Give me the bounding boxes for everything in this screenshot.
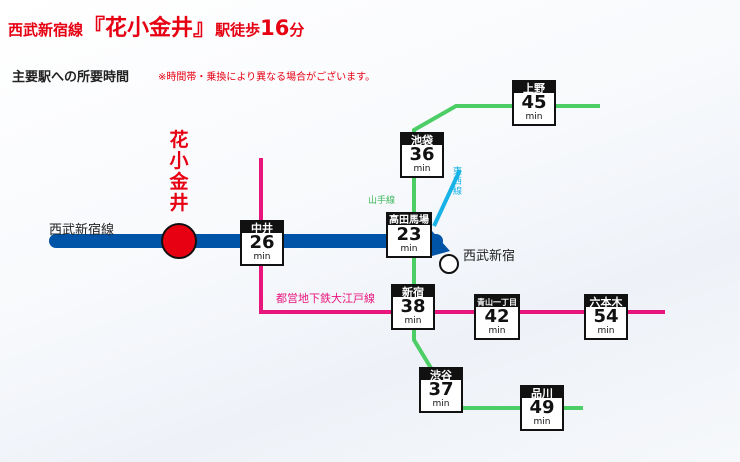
title-bracket-open: 『 — [83, 16, 106, 41]
station-name: 青山一丁目 — [476, 296, 518, 307]
station-badge-takadanobaba: 高田馬場 23 min — [386, 212, 432, 258]
station-name: 六本木 — [586, 296, 626, 307]
seibu-line-label: 西武新宿線 — [49, 223, 115, 238]
title-bracket-close: 』 — [193, 16, 216, 41]
station-unit: min — [522, 418, 562, 429]
origin-station-marker — [161, 223, 197, 259]
seibu-shinjuku-terminal — [439, 254, 459, 274]
station-name: 池袋 — [402, 134, 442, 145]
station-minutes: 37 — [421, 380, 461, 400]
seibu-shinjuku-label: 西武新宿 — [463, 249, 516, 264]
station-unit: min — [421, 400, 461, 411]
station-name: 中井 — [242, 222, 282, 233]
note-text: ※時間帯・乗換により異なる場合がございます。 — [158, 72, 376, 83]
origin-station-label: 花小金井 — [169, 130, 189, 214]
station-badge-shinjuku: 新宿 38 min — [391, 284, 435, 330]
station-badge-ueno: 上野 45 min — [512, 80, 556, 126]
station-badge-aoyama-itchome: 青山一丁目 42 min — [474, 294, 520, 340]
station-name: 渋谷 — [421, 369, 461, 380]
station-unit: min — [476, 327, 518, 338]
station-badge-shibuya: 渋谷 37 min — [419, 367, 463, 413]
station-badge-ikebukuro: 池袋 36 min — [400, 132, 444, 178]
tozai-line-label: 東西線 — [453, 167, 463, 197]
station-badge-roppongi: 六本木 54 min — [584, 294, 628, 340]
seibu-arrow — [432, 231, 450, 256]
station-minutes: 23 — [388, 225, 430, 245]
station-minutes: 36 — [402, 145, 442, 165]
oedo-line — [259, 158, 665, 314]
title-walk-prefix: 駅徒歩 — [215, 21, 261, 39]
station-unit: min — [242, 253, 282, 264]
title-station-name: 花小金井 — [105, 16, 194, 41]
station-minutes: 42 — [476, 307, 518, 327]
station-badge-shinagawa: 品川 49 min — [520, 385, 564, 431]
station-name: 上野 — [514, 82, 554, 93]
station-unit: min — [388, 245, 430, 256]
tozai-line — [432, 169, 462, 227]
page-title: 西武新宿線『花小金井』駅徒歩16分 — [8, 10, 304, 42]
station-name: 品川 — [522, 387, 562, 398]
yamanote-line-label: 山手線 — [368, 196, 396, 206]
station-unit: min — [514, 113, 554, 124]
station-name: 新宿 — [393, 286, 433, 297]
oedo-line-label: 都営地下鉄大江戸線 — [276, 292, 375, 305]
station-name: 高田馬場 — [388, 214, 430, 225]
station-minutes: 49 — [522, 398, 562, 418]
station-minutes: 26 — [242, 233, 282, 253]
title-line-name: 西武新宿線 — [8, 21, 84, 39]
station-minutes: 45 — [514, 93, 554, 113]
title-walk-unit: 分 — [289, 21, 305, 39]
station-unit: min — [393, 317, 433, 328]
origin-station-text: 花小金井 — [169, 129, 189, 214]
station-unit: min — [586, 327, 626, 338]
station-minutes: 54 — [586, 307, 626, 327]
title-walk-minutes: 16 — [260, 16, 290, 40]
subtitle: 主要駅への所要時間 — [12, 70, 130, 85]
station-unit: min — [402, 165, 442, 176]
station-badge-nakai: 中井 26 min — [240, 220, 284, 266]
station-minutes: 38 — [393, 297, 433, 317]
